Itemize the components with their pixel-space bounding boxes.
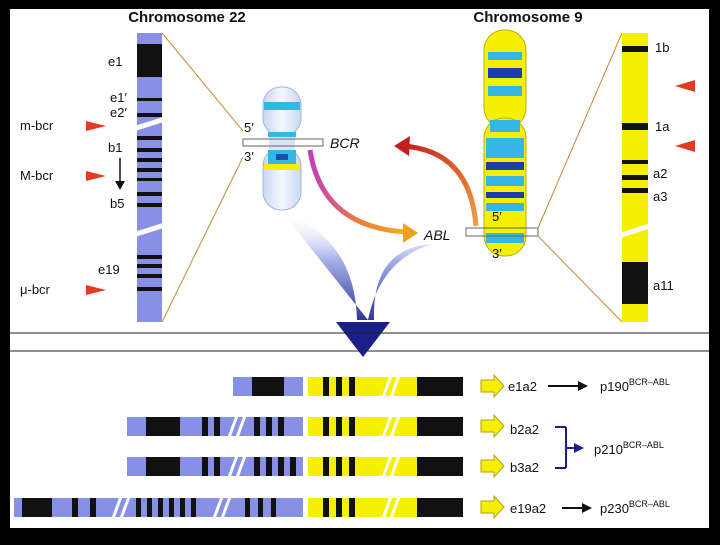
chr22-five-prime: 5′ — [244, 120, 254, 135]
chr22-three-prime: 3′ — [244, 149, 254, 164]
breakpoint-label-M-bcr: M-bcr — [20, 168, 54, 183]
exon-label-1b: 1b — [655, 40, 669, 55]
abl-breakpoint-arrow-upper — [675, 80, 695, 92]
breakpoint-arrow-m-bcr — [86, 121, 106, 131]
fusion-transcript-b3a2 — [127, 452, 505, 481]
translocation-arrow-bcr-to-9 — [307, 149, 418, 243]
exon-label-e1: e1 — [108, 54, 122, 69]
breakpoint-arrow-mu-bcr — [86, 285, 106, 295]
chromosome-9-title: Chromosome 9 — [473, 9, 582, 26]
breakpoint-label-m-bcr: m-bcr — [20, 118, 54, 133]
fusion-transcript-e19a2 — [14, 493, 505, 522]
chromosome-22-title: Chromosome 22 — [128, 9, 246, 26]
exon-label-b1: b1 — [108, 140, 122, 155]
junction-label-b2a2: b2a2 — [510, 422, 539, 437]
exon-label-1a: 1a — [655, 119, 670, 134]
fusion-funnel-arrow — [282, 212, 432, 357]
exon-label-e1prime: e1′ — [110, 90, 127, 105]
exon-label-b5: b5 — [110, 196, 124, 211]
chromosome-22: 5′ 3′ — [242, 86, 324, 211]
chromosome-9: 5′ 3′ — [465, 29, 539, 261]
panel — [10, 9, 709, 528]
exon-label-e2prime: e2′ — [110, 105, 127, 120]
junction-label-e19a2: e19a2 — [510, 501, 546, 516]
exon-label-a3: a3 — [653, 189, 667, 204]
protein-label-p210: p210BCR–ABL — [594, 440, 664, 457]
breakpoint-label-mu-bcr: μ-bcr — [20, 282, 51, 297]
fusion-transcript-e1a2 — [233, 372, 505, 401]
abl-breakpoint-arrow-lower — [675, 140, 695, 152]
breakpoint-arrow-M-bcr — [86, 171, 106, 181]
junction-label-b3a2: b3a2 — [510, 460, 539, 475]
protein-label-p230: p230BCR–ABL — [600, 499, 670, 516]
down-arrow-icon — [115, 158, 125, 190]
translocation-arrow-abl-to-22 — [394, 136, 479, 227]
p210-bracket — [555, 426, 584, 469]
exon-label-a2: a2 — [653, 166, 667, 181]
arrow-right-icon — [562, 503, 592, 513]
chr9-five-prime: 5′ — [492, 209, 502, 224]
exon-label-e19: e19 — [98, 262, 120, 277]
arrow-right-icon — [548, 381, 588, 391]
abl-gene-map — [537, 32, 657, 323]
junction-label-e1a2: e1a2 — [508, 379, 537, 394]
exon-label-a11: a11 — [653, 278, 674, 293]
bcr-gene-map — [129, 32, 244, 323]
abl-gene-label: ABL — [423, 227, 450, 243]
bcr-gene-label: BCR — [330, 135, 360, 151]
chr9-three-prime: 3′ — [492, 246, 502, 261]
protein-label-p190: p190BCR–ABL — [600, 377, 670, 394]
fusion-transcript-b2a2 — [127, 412, 505, 441]
